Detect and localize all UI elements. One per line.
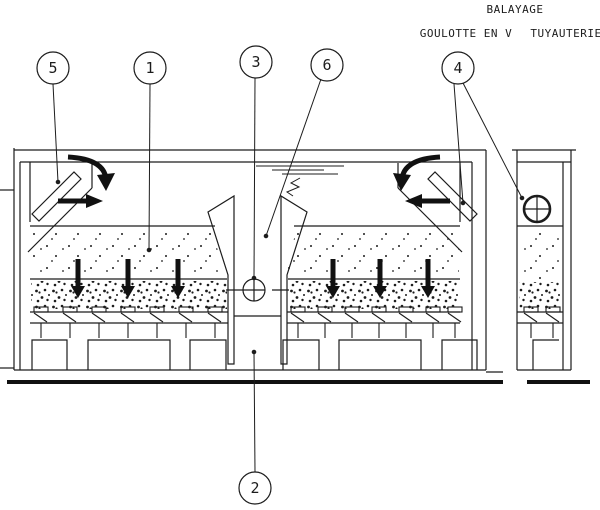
pipe-gallery	[512, 149, 576, 371]
callout-1-number: 1	[145, 59, 154, 77]
callout-6-number: 6	[322, 56, 331, 74]
curved-arrow-left	[67, 154, 115, 191]
callout-2-number: 2	[250, 479, 259, 497]
label-balayage: BALAYAGE	[487, 3, 544, 16]
arrow-right-icon	[58, 194, 103, 208]
callout-5-number: 5	[48, 59, 57, 77]
callout-5: 5	[36, 51, 70, 85]
callout-3: 3	[239, 45, 273, 79]
callout-4-number: 4	[453, 59, 462, 77]
label-tuyauterie: TUYAUTERIE	[530, 27, 600, 40]
leader-lines	[52, 77, 525, 473]
callout-6: 6	[310, 48, 344, 82]
plenum-blocks	[31, 339, 478, 370]
pipe-symbol-center	[242, 278, 266, 302]
curved-arrow-right	[393, 154, 441, 191]
pipe-symbol-gallery	[522, 194, 552, 224]
callout-4: 4	[441, 51, 475, 85]
nozzle-floor	[30, 306, 463, 339]
callout-3-number: 3	[251, 53, 260, 71]
arrow-left-icon	[405, 194, 450, 208]
central-column	[207, 194, 308, 365]
callout-1: 1	[133, 51, 167, 85]
callout-2: 2	[238, 471, 272, 505]
label-goulotte-en-v: GOULOTTE EN V	[420, 27, 513, 40]
water-surface-icon	[256, 161, 344, 197]
sand-layer	[30, 225, 460, 277]
